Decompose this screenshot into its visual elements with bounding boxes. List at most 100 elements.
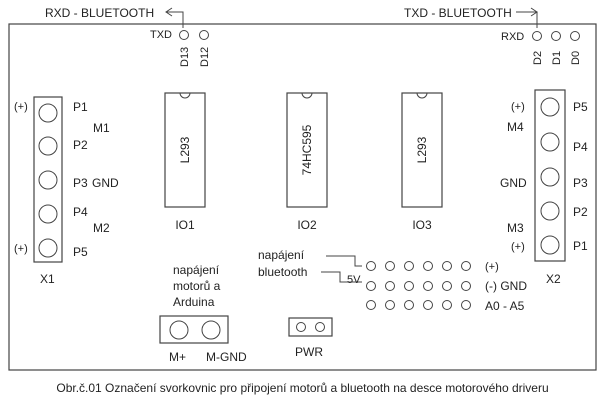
analog-pin bbox=[385, 261, 395, 271]
analog-pin bbox=[366, 300, 376, 310]
ic3-chip-name: L293 bbox=[415, 136, 429, 163]
pwr-pin-1 bbox=[296, 322, 306, 332]
analog-pin bbox=[404, 261, 414, 271]
x2-p2-label: P2 bbox=[573, 205, 588, 219]
ic3-notch bbox=[416, 92, 428, 99]
pin-d13-label: D13 bbox=[179, 47, 191, 67]
x2-m4-label: M4 bbox=[507, 120, 524, 134]
analog-pin bbox=[366, 281, 376, 291]
analog-pin bbox=[385, 281, 395, 291]
x2-terminal-p1 bbox=[540, 235, 560, 255]
x1-plus-bottom: (+) bbox=[14, 243, 28, 255]
analog-pin bbox=[423, 300, 433, 310]
txd-pin-label: TXD bbox=[150, 29, 172, 41]
x1-terminal-p2 bbox=[38, 136, 58, 156]
analog-pin bbox=[366, 261, 376, 271]
x2-m3-label: M3 bbox=[507, 221, 524, 235]
x1-terminal-block bbox=[33, 96, 63, 263]
pin-d1-label: D1 bbox=[551, 51, 563, 65]
x1-p5-label: P5 bbox=[73, 245, 88, 259]
ic1-body bbox=[164, 92, 206, 208]
x2-terminal-p4 bbox=[540, 132, 560, 152]
x1-terminal-p3 bbox=[38, 170, 58, 190]
txd-arrow-head bbox=[530, 7, 538, 17]
x1-m2-label: M2 bbox=[93, 221, 110, 235]
pin-d13 bbox=[179, 30, 189, 40]
terminal-m-gnd bbox=[201, 320, 221, 340]
x2-plus-bottom: (+) bbox=[511, 241, 525, 253]
figure-caption: Obr.č.01 Označení svorkovnic pro připoje… bbox=[56, 381, 549, 395]
x1-gnd-label: GND bbox=[92, 176, 119, 190]
x1-m1-label: M1 bbox=[93, 121, 110, 135]
ic2-label: IO2 bbox=[297, 218, 317, 232]
analog-pin bbox=[404, 281, 414, 291]
x1-p3-label: P3 bbox=[73, 176, 88, 190]
analog-pin bbox=[442, 261, 452, 271]
motor-power-line3: Arduina bbox=[173, 295, 215, 309]
ic1-label: IO1 bbox=[175, 218, 195, 232]
x1-terminal-p5 bbox=[38, 238, 58, 258]
pwr-label: PWR bbox=[295, 345, 323, 359]
analog-plus-label: (+) bbox=[485, 261, 499, 273]
ic1-notch bbox=[179, 92, 191, 99]
motor-power-line1: napájení bbox=[173, 263, 220, 277]
analog-gnd-label: (-) GND bbox=[485, 279, 527, 293]
ic2-notch bbox=[301, 92, 313, 99]
m-gnd-label: M-GND bbox=[206, 350, 247, 364]
x2-terminal-p2 bbox=[540, 201, 560, 221]
x2-p4-label: P4 bbox=[573, 140, 588, 154]
motor-power-terminal bbox=[159, 315, 229, 344]
pin-d1 bbox=[551, 31, 561, 41]
bt-power-line2: bluetooth bbox=[258, 265, 307, 279]
x2-terminal-p5 bbox=[540, 97, 560, 117]
x1-p1-label: P1 bbox=[73, 100, 88, 114]
pin-d2 bbox=[532, 31, 542, 41]
x2-terminal-block bbox=[534, 89, 566, 262]
analog-pin bbox=[423, 281, 433, 291]
txd-bluetooth-label: TXD - BLUETOOTH bbox=[404, 6, 512, 20]
terminal-m-plus bbox=[169, 320, 189, 340]
analog-pin bbox=[461, 261, 471, 271]
analog-pin bbox=[442, 300, 452, 310]
v5-label: 5V bbox=[347, 274, 361, 286]
analog-pin bbox=[461, 300, 471, 310]
analog-header bbox=[366, 261, 471, 310]
pin-d12 bbox=[199, 30, 209, 40]
analog-pin bbox=[404, 300, 414, 310]
analog-pin bbox=[461, 281, 471, 291]
pin-d12-label: D12 bbox=[199, 47, 211, 67]
x2-name: X2 bbox=[546, 272, 561, 286]
analog-pin bbox=[423, 261, 433, 271]
pin-d2-label: D2 bbox=[532, 51, 544, 65]
bt-power-leader-2 bbox=[321, 271, 362, 283]
bt-power-line1: napájení bbox=[258, 248, 305, 262]
pwr-header bbox=[288, 317, 333, 337]
rxd-arrow-head bbox=[165, 7, 173, 17]
ic1-chip-name: L293 bbox=[178, 136, 192, 163]
x1-plus-top: (+) bbox=[14, 101, 28, 113]
m-plus-label: M+ bbox=[169, 350, 186, 364]
ic3-body bbox=[401, 92, 443, 208]
x1-name: X1 bbox=[40, 272, 55, 286]
x2-p1-label: P1 bbox=[573, 239, 588, 253]
ic2-body bbox=[286, 92, 328, 208]
bt-power-leader-1 bbox=[326, 255, 362, 267]
ic3-label: IO3 bbox=[412, 218, 432, 232]
x2-plus-top: (+) bbox=[511, 101, 525, 113]
analog-pin bbox=[442, 281, 452, 291]
x2-gnd-label: GND bbox=[500, 176, 527, 190]
board-outline bbox=[8, 23, 597, 371]
pwr-pin-2 bbox=[315, 322, 325, 332]
motor-power-line2: motorů a bbox=[173, 279, 221, 293]
pin-d0-label: D0 bbox=[570, 51, 582, 65]
analog-range-label: A0 - A5 bbox=[485, 299, 525, 313]
x2-p3-label: P3 bbox=[573, 176, 588, 190]
x2-terminal-p3 bbox=[540, 167, 560, 187]
x1-p4-label: P4 bbox=[73, 205, 88, 219]
x1-terminal-p4 bbox=[38, 204, 58, 224]
x2-p5-label: P5 bbox=[573, 100, 588, 114]
pin-d0 bbox=[570, 31, 580, 41]
ic2-chip-name: 74HC595 bbox=[300, 124, 314, 175]
rxd-arrow bbox=[166, 11, 184, 28]
